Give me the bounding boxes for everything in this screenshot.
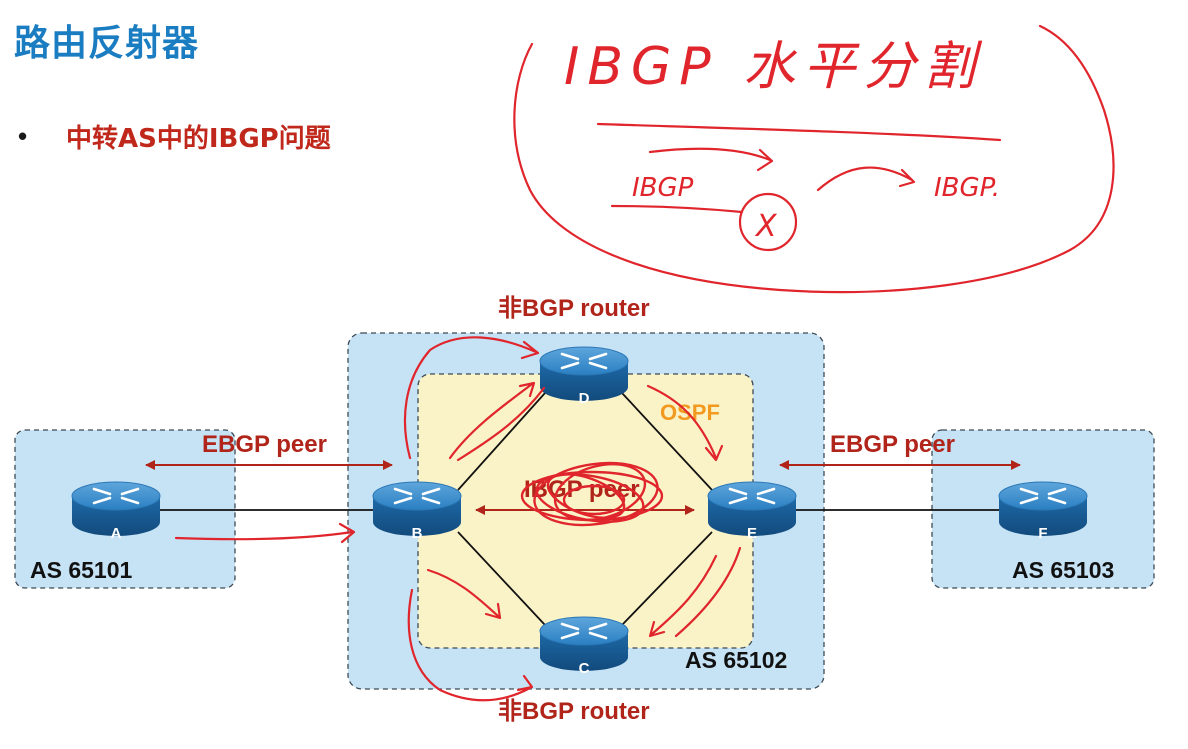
router-c-label: C xyxy=(579,660,590,677)
annotation-top-arrow xyxy=(648,147,774,172)
as-65103-label: AS 65103 xyxy=(1012,557,1114,583)
hand-drawn-flow-arrows xyxy=(174,336,742,702)
annotation-underline xyxy=(596,122,1002,142)
router-e-label: E xyxy=(747,525,757,542)
annotation-outline xyxy=(513,24,1115,294)
bullet-text: 中转AS中的IBGP问题 xyxy=(66,124,331,154)
handwritten-annotation: IBGP 水平分割 IBGP X IBGP. xyxy=(513,24,1115,294)
links xyxy=(160,392,1000,626)
scribble-mark xyxy=(520,461,664,527)
as-65101-label: AS 65101 xyxy=(30,557,133,583)
router-b-label: B xyxy=(412,525,423,542)
as-65102-label: AS 65102 xyxy=(685,647,787,673)
router-d-label: D xyxy=(579,390,590,407)
ebgp-right-label: EBGP peer xyxy=(830,431,955,458)
non-bgp-router-top-label: 非BGP router xyxy=(498,295,650,322)
ospf-label: OSPF xyxy=(660,400,720,425)
annotation-right-ibgp: IBGP. xyxy=(934,173,1000,203)
slide-title: 路由反射器 xyxy=(14,23,200,64)
annotation-cross-circle xyxy=(738,192,798,252)
annotation-right-arrow xyxy=(816,166,916,192)
annotation-left-underline xyxy=(610,204,744,214)
non-bgp-router-bottom-label: 非BGP router xyxy=(498,698,650,725)
router-f-label: F xyxy=(1038,525,1047,542)
annotation-left-ibgp: IBGP xyxy=(632,173,694,203)
bullet-dot-icon: • xyxy=(18,121,28,151)
annotation-cross-mark: X xyxy=(754,209,778,244)
annotation-heading: IBGP 水平分割 xyxy=(564,37,983,97)
router-a-label: A xyxy=(111,525,122,542)
bullet-item: • 中转AS中的IBGP问题 xyxy=(18,118,331,155)
ebgp-left-label: EBGP peer xyxy=(202,431,327,458)
